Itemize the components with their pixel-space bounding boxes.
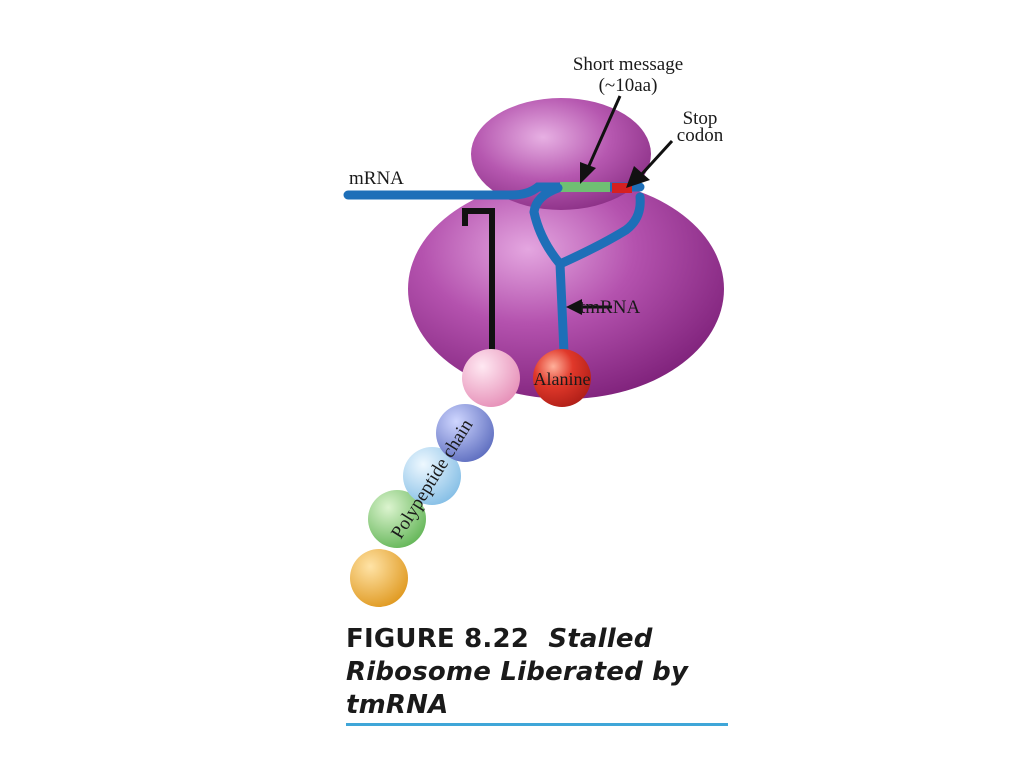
- tmrna-strand: [529, 183, 569, 357]
- caption-line-2: Ribosome Liberated by: [346, 657, 689, 687]
- short-message-label: Short message: [573, 54, 683, 75]
- tmrna-label: tmRNA: [580, 297, 640, 318]
- short-message-arrow: [580, 95, 622, 184]
- codon-label: codon: [677, 125, 724, 146]
- tmrna-arrow: [566, 299, 612, 315]
- p-site-trna-bracket: [462, 208, 495, 351]
- alanine-bead: [533, 349, 591, 407]
- stop-label: Stop: [683, 108, 718, 129]
- figure-caption: FIGURE 8.22 Stalled Ribosome Liberated b…: [346, 623, 746, 722]
- polypeptide-bead: [403, 447, 461, 505]
- caption-line-3: tmRNA: [346, 690, 449, 720]
- ribosome-large-subunit: [408, 179, 724, 399]
- polypeptide-bead: [462, 349, 520, 407]
- tmrna-branch: [555, 192, 645, 269]
- mrna-label: mRNA: [349, 168, 404, 189]
- alanine-label: Alanine: [534, 369, 591, 389]
- figure-number: 8.22: [464, 624, 530, 654]
- polypeptide-bead: [368, 490, 426, 548]
- caption-divider: [346, 723, 728, 726]
- caption-line-1: FIGURE 8.22 Stalled: [346, 623, 746, 656]
- polypeptide-label: Polypeptide chain: [387, 415, 477, 542]
- mrna-strand: [343, 182, 645, 200]
- figure-word: FIGURE: [346, 624, 455, 654]
- stop-codon-arrow: [626, 139, 674, 188]
- short-message-length-label: (~10aa): [599, 75, 658, 96]
- polypeptide-bead: [436, 404, 494, 462]
- caption-title-part1: Stalled: [548, 624, 653, 654]
- polypeptide-bead: [350, 549, 408, 607]
